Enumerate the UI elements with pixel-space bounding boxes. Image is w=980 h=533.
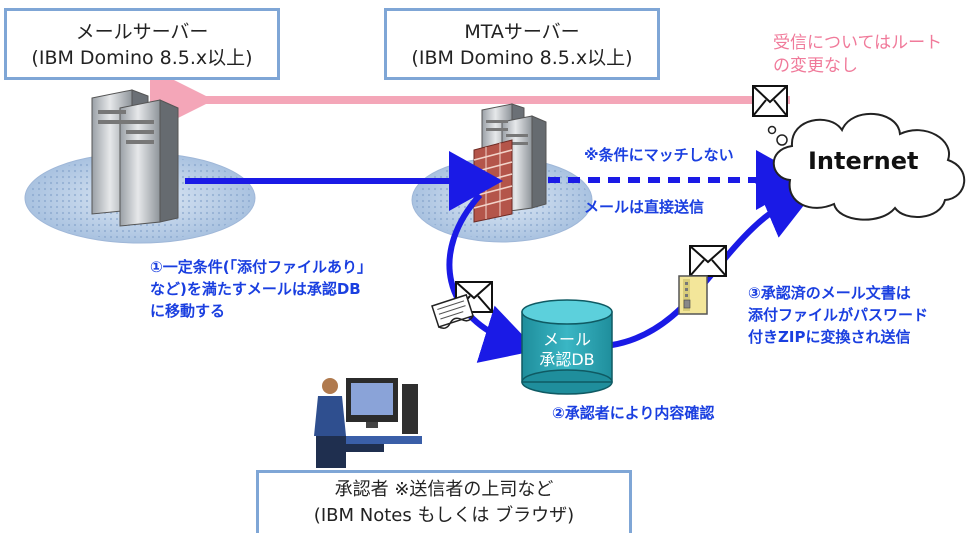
mail-server-title: メールサーバー (75, 21, 209, 43)
mta-server-label-box: MTAサーバー (IBM Domino 8.5.x以上) (384, 8, 660, 80)
step3-line2: 添付ファイルがパスワード (748, 306, 929, 324)
internet-label: Internet (808, 147, 919, 175)
receive-route-note-line1: 受信についてはルート (773, 33, 943, 53)
receive-route-note: 受信についてはルート の変更なし (773, 32, 942, 78)
envelope-icon (752, 85, 788, 117)
mail-server-label-box: メールサーバー (IBM Domino 8.5.x以上) (4, 8, 280, 80)
to-approval-db-arrow (446, 192, 538, 363)
approver-title: 承認者 ※送信者の上司など (334, 479, 554, 500)
zip-file-icon (678, 275, 708, 315)
mta-server-version: (IBM Domino 8.5.x以上) (411, 47, 633, 69)
step3-line1: ③承認済のメール文書は (748, 284, 911, 302)
step3-line3: 付きZIPに変換され送信 (748, 328, 911, 346)
step1-line1: ①一定条件(「添付ファイルあり」 (150, 258, 373, 276)
step1-line3: に移動する (150, 302, 226, 320)
step1-line2: など)を満たすメールは承認DB (150, 280, 361, 298)
envelope-icon (689, 245, 727, 277)
no-match-note-line1: ※条件にマッチしない (584, 146, 734, 164)
database-icon (521, 299, 613, 395)
mail-server-version: (IBM Domino 8.5.x以上) (31, 47, 253, 69)
approval-db-label: メール 承認DB (522, 330, 612, 370)
step1-description: ①一定条件(「添付ファイルあり」 など)を満たすメールは承認DB に移動する (150, 256, 372, 322)
server-icon (91, 89, 179, 227)
approval-db-line2: 承認DB (539, 350, 595, 369)
step3-description: ③承認済のメール文書は 添付ファイルがパスワード 付きZIPに変換され送信 (748, 282, 928, 348)
approver-client: (IBM Notes もしくは ブラウザ) (313, 505, 575, 526)
approved-send-arrow (611, 182, 817, 348)
user-at-computer-icon (314, 378, 422, 468)
step2-description: ②承認者により内容確認 (552, 404, 715, 422)
approver-label-box: 承認者 ※送信者の上司など (IBM Notes もしくは ブラウザ) (256, 470, 632, 533)
document-icon (431, 293, 474, 329)
no-match-note-line2: メールは直接送信 (584, 198, 705, 216)
mta-server-title: MTAサーバー (464, 21, 580, 43)
receive-route-note-line2: の変更なし (773, 56, 858, 76)
cloud-icon (767, 113, 966, 221)
approval-db-line1: メール (542, 330, 591, 349)
